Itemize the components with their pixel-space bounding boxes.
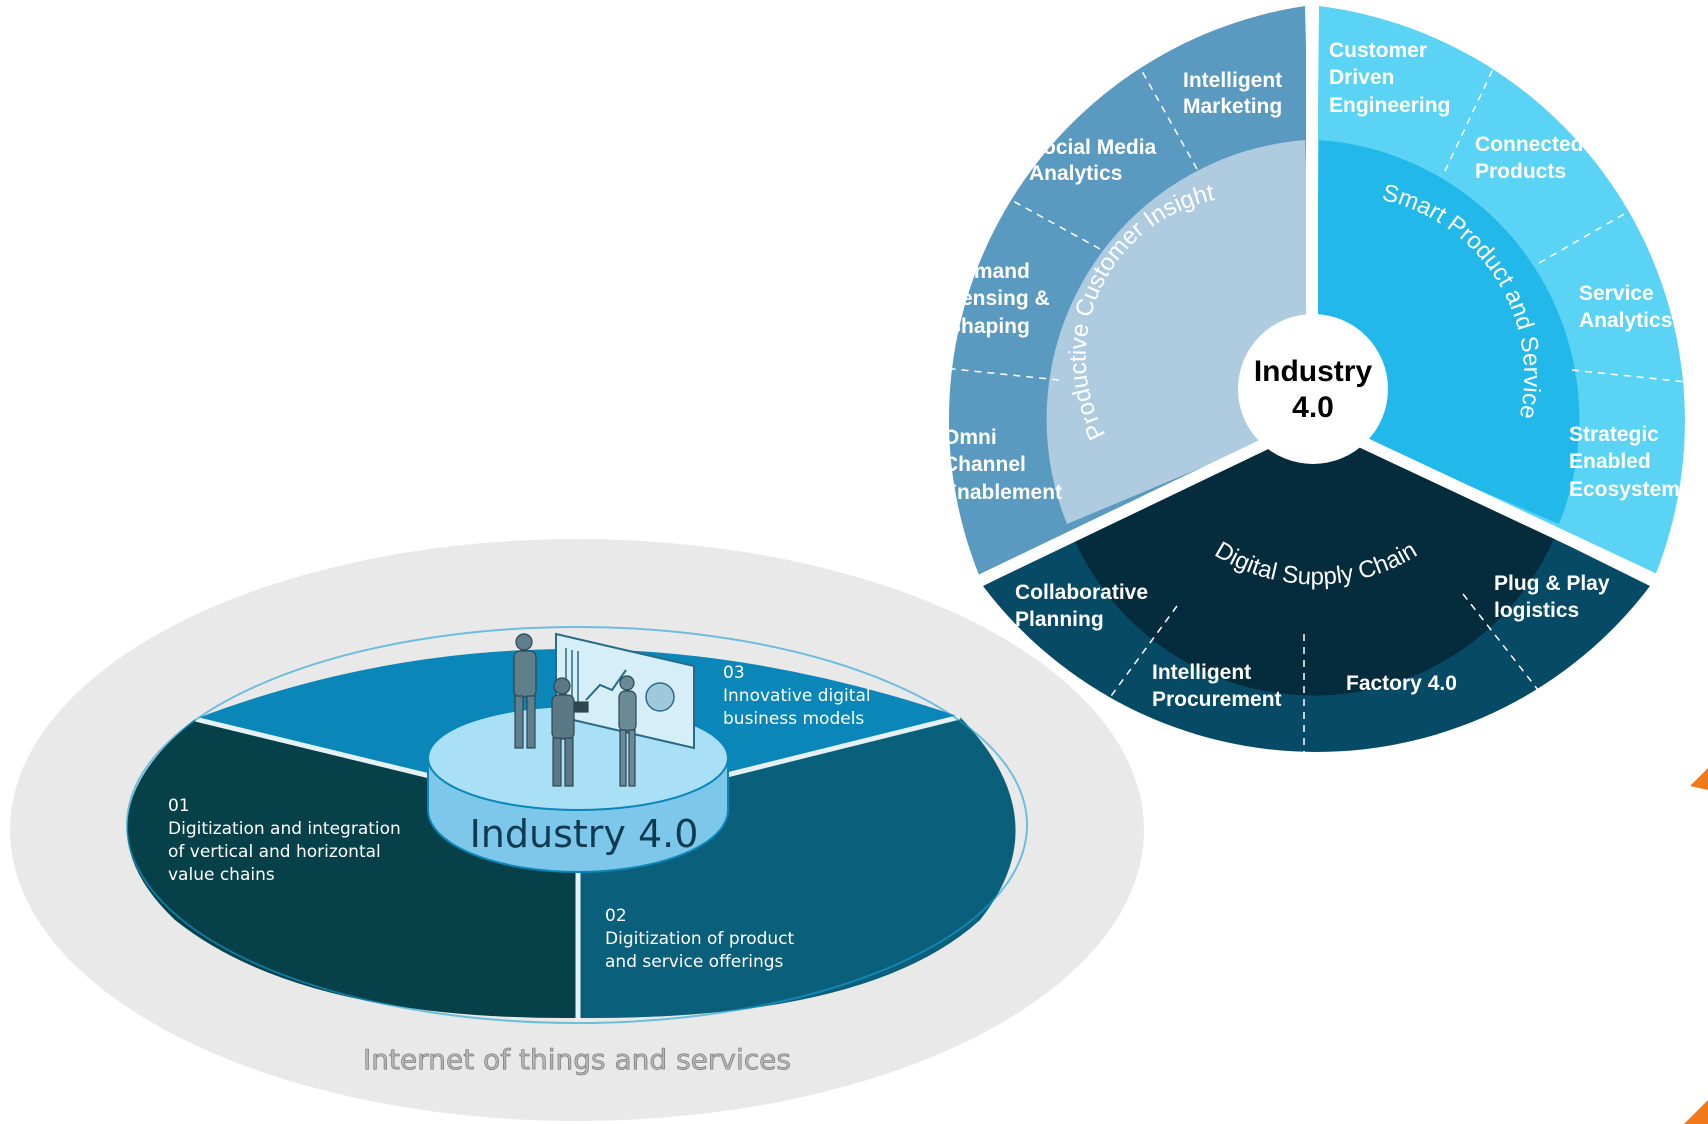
segment-label: Demand xyxy=(947,260,1030,283)
segment-label: Enablement xyxy=(943,481,1062,504)
segment-connected-products: Connected Products xyxy=(1475,133,1584,183)
segment-label: Plug & Play xyxy=(1494,572,1610,595)
section-02-label: 02 Digitization of product and service o… xyxy=(605,906,795,972)
segment-label: Social Media xyxy=(1029,136,1157,159)
center-hub xyxy=(1238,314,1388,464)
section-number: 01 xyxy=(168,796,190,816)
segment-label: Sensing & xyxy=(947,287,1050,310)
segment-label: Intelligent xyxy=(1152,661,1251,684)
segment-label: Driven xyxy=(1329,66,1394,89)
person-middle xyxy=(551,677,589,787)
segment-intelligent-marketing: Intelligent Marketing xyxy=(1183,69,1282,118)
customer-inner-ring xyxy=(1046,140,1315,524)
segment-label: Intelligent xyxy=(1183,69,1282,92)
dashed-dividers xyxy=(923,47,1706,770)
section-number: 02 xyxy=(605,906,627,926)
base-label: Internet of things and services xyxy=(363,1043,791,1076)
segment-label: Enabled xyxy=(1569,450,1651,473)
inner-ellipse-outline xyxy=(126,626,1028,1024)
section-text: Digitization of product xyxy=(605,929,795,949)
segment-label: Customer xyxy=(1329,39,1427,62)
segment-collaborative-planning: Collaborative Planning xyxy=(1015,581,1148,631)
wheel-divider xyxy=(1312,414,1661,587)
wheel-divider xyxy=(972,414,1318,589)
segment-omni-channel: Omni Channel Enablement xyxy=(943,426,1062,504)
section-text: value chains xyxy=(168,865,275,885)
segment-label: Factory 4.0 xyxy=(1346,672,1457,695)
segment-label: Planning xyxy=(1015,608,1104,631)
platform-title: Industry 4.0 xyxy=(470,812,699,856)
segment-service-analytics: Service Analytics xyxy=(1579,282,1672,332)
segment-label: Marketing xyxy=(1183,95,1282,118)
section-text: Innovative digital xyxy=(723,686,871,706)
segment-label: Service xyxy=(1579,282,1654,305)
center-title-line1: Industry xyxy=(1254,355,1373,388)
segment-label: Analytics xyxy=(1029,162,1122,185)
section-01-label: 01 Digitization and integration of verti… xyxy=(168,796,401,885)
segment-social-media-analytics: Social Media Analytics xyxy=(1029,136,1157,185)
segment-customer-driven-engineering: Customer Driven Engineering xyxy=(1329,39,1450,117)
corner-accent xyxy=(1684,1100,1708,1124)
segment-strategic-ecosystem: Strategic Enabled Ecosystem xyxy=(1569,423,1680,501)
segment-demand-sensing: Demand Sensing & Shaping xyxy=(947,260,1050,338)
center-title-line2: 4.0 xyxy=(1292,391,1334,424)
section-text: Digitization and integration xyxy=(168,819,401,839)
section-text: business models xyxy=(723,709,864,729)
segment-label: Strategic xyxy=(1569,423,1659,446)
ellipse-diagram: Industry 4.0 xyxy=(10,539,1144,1121)
segment-label: Engineering xyxy=(1329,94,1450,117)
person-left xyxy=(513,633,537,749)
corner-accent xyxy=(1690,768,1708,790)
section-number: 03 xyxy=(723,663,745,683)
section-text: and service offerings xyxy=(605,952,784,972)
people-illustration xyxy=(513,632,695,787)
segment-label: logistics xyxy=(1494,599,1579,622)
segment-label: Products xyxy=(1475,160,1566,183)
segment-label: Ecosystem xyxy=(1569,478,1680,501)
segment-plug-and-play: Plug & Play logistics xyxy=(1494,572,1610,622)
segment-label: Procurement xyxy=(1152,688,1282,711)
supply-inner-ring xyxy=(1072,420,1556,696)
person-right xyxy=(618,675,637,787)
segment-label: Analytics xyxy=(1579,309,1672,332)
section-03-label: 03 Innovative digital business models xyxy=(723,663,871,729)
section-text: of vertical and horizontal xyxy=(168,842,381,862)
product-inner-ring xyxy=(1315,140,1580,524)
segment-label: Connected xyxy=(1475,133,1584,156)
segment-factory-4: Factory 4.0 xyxy=(1346,672,1457,695)
segment-label: Omni xyxy=(943,426,997,449)
wheel-diagram: Industry 4.0 Productive Customer Insight… xyxy=(923,0,1706,770)
segment-intelligent-procurement: Intelligent Procurement xyxy=(1152,661,1282,711)
segment-label: Channel xyxy=(943,453,1026,476)
segment-label: Shaping xyxy=(947,315,1030,338)
segment-label: Collaborative xyxy=(1015,581,1148,604)
